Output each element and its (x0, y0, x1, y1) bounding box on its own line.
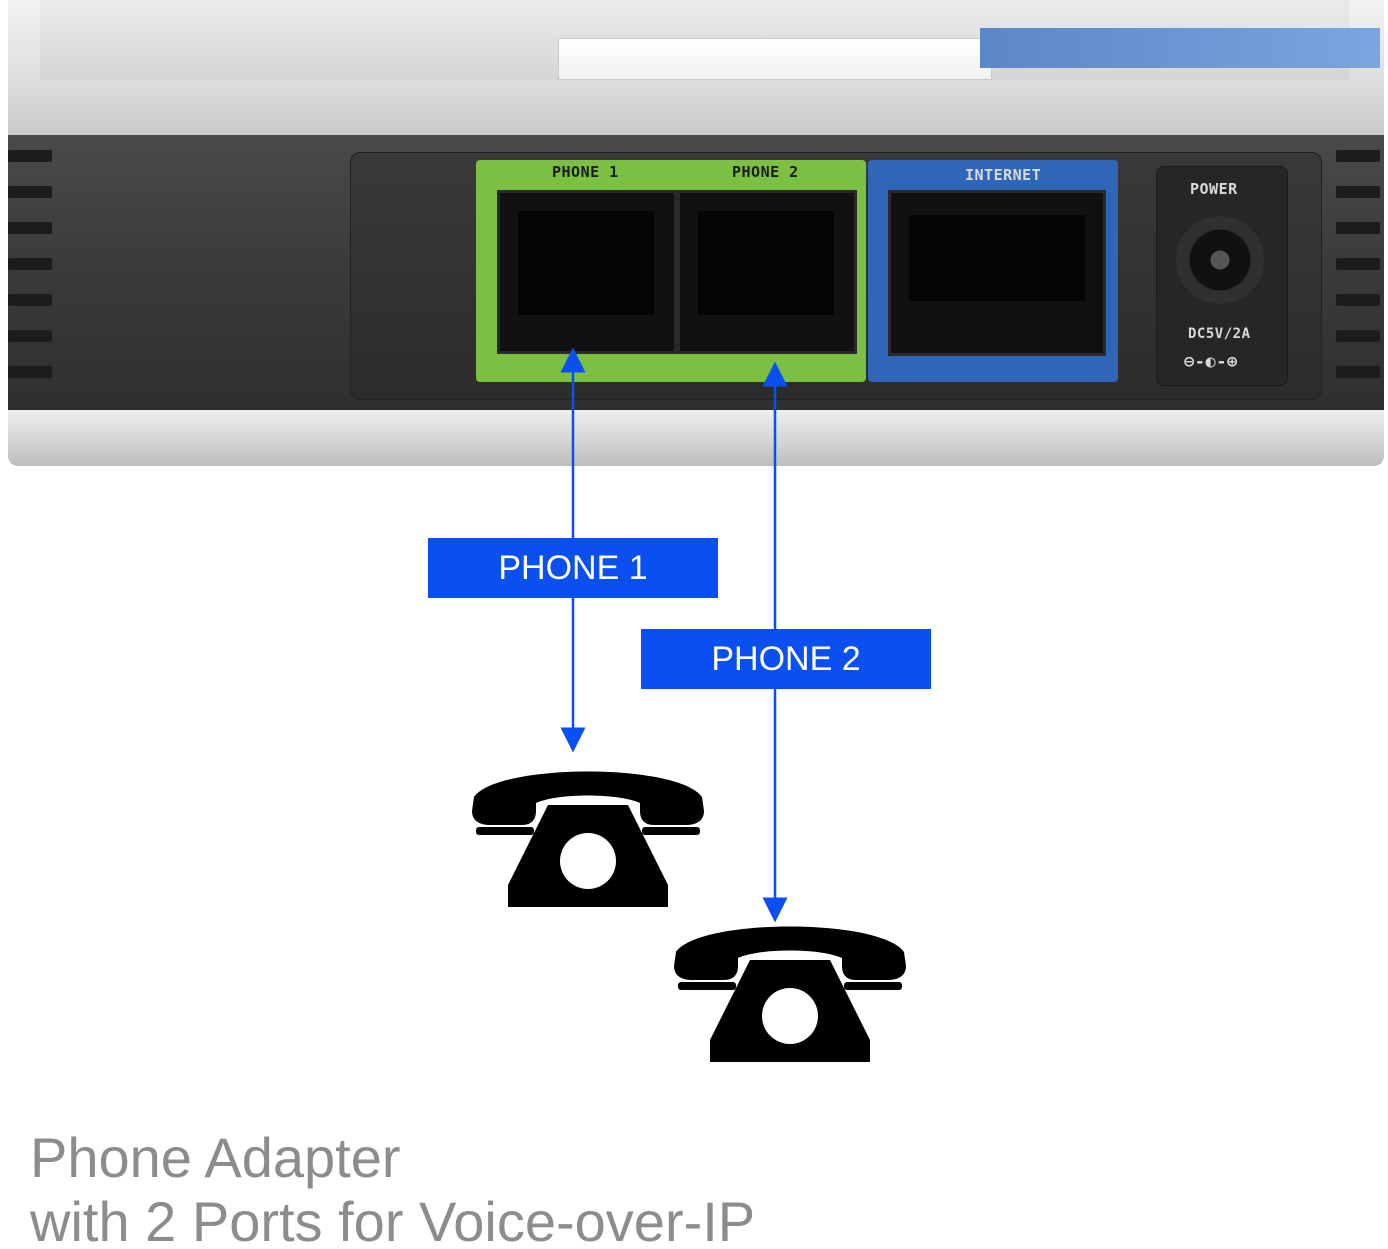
callout-phone-1-label: PHONE 1 (498, 548, 648, 587)
port-label-power: POWER (1190, 180, 1238, 198)
vent-slot (1336, 366, 1380, 378)
vent-slot (1336, 222, 1380, 234)
caption-line-1: Phone Adapter (30, 1126, 401, 1189)
device-base (8, 410, 1384, 466)
device-top-window (558, 38, 992, 80)
vent-slot (8, 186, 52, 198)
vent-slot (8, 294, 52, 306)
device-brand-strip (980, 28, 1380, 68)
port-label-internet: INTERNET (965, 166, 1042, 184)
callout-phone-2-label: PHONE 2 (711, 639, 861, 678)
internet-jack (888, 190, 1106, 356)
power-rating-label: DC5V/2A (1188, 326, 1251, 342)
vent-slot (8, 330, 52, 342)
port-label-phone-1: PHONE 1 (552, 163, 619, 181)
telephone-icon (472, 771, 704, 907)
vent-slot (8, 150, 52, 162)
power-socket (1176, 216, 1264, 304)
vent-slot (1336, 150, 1380, 162)
phone-2-jack (677, 190, 857, 354)
callout-phone-1: PHONE 1 (428, 538, 718, 598)
vent-slot (1336, 186, 1380, 198)
polarity-symbol: ⊖-◐-⊕ (1184, 352, 1238, 372)
caption-line-2: with 2 Ports for Voice-over-IP (30, 1190, 756, 1249)
vent-slot (8, 222, 52, 234)
vent-slot (1336, 294, 1380, 306)
vent-slot (1336, 258, 1380, 270)
vent-slot (8, 366, 52, 378)
port-label-phone-2: PHONE 2 (732, 163, 799, 181)
phone-1-jack (497, 190, 677, 354)
vent-slot (8, 258, 52, 270)
vent-slot (1336, 330, 1380, 342)
callout-phone-2: PHONE 2 (641, 629, 931, 689)
telephone-icon (674, 926, 906, 1062)
